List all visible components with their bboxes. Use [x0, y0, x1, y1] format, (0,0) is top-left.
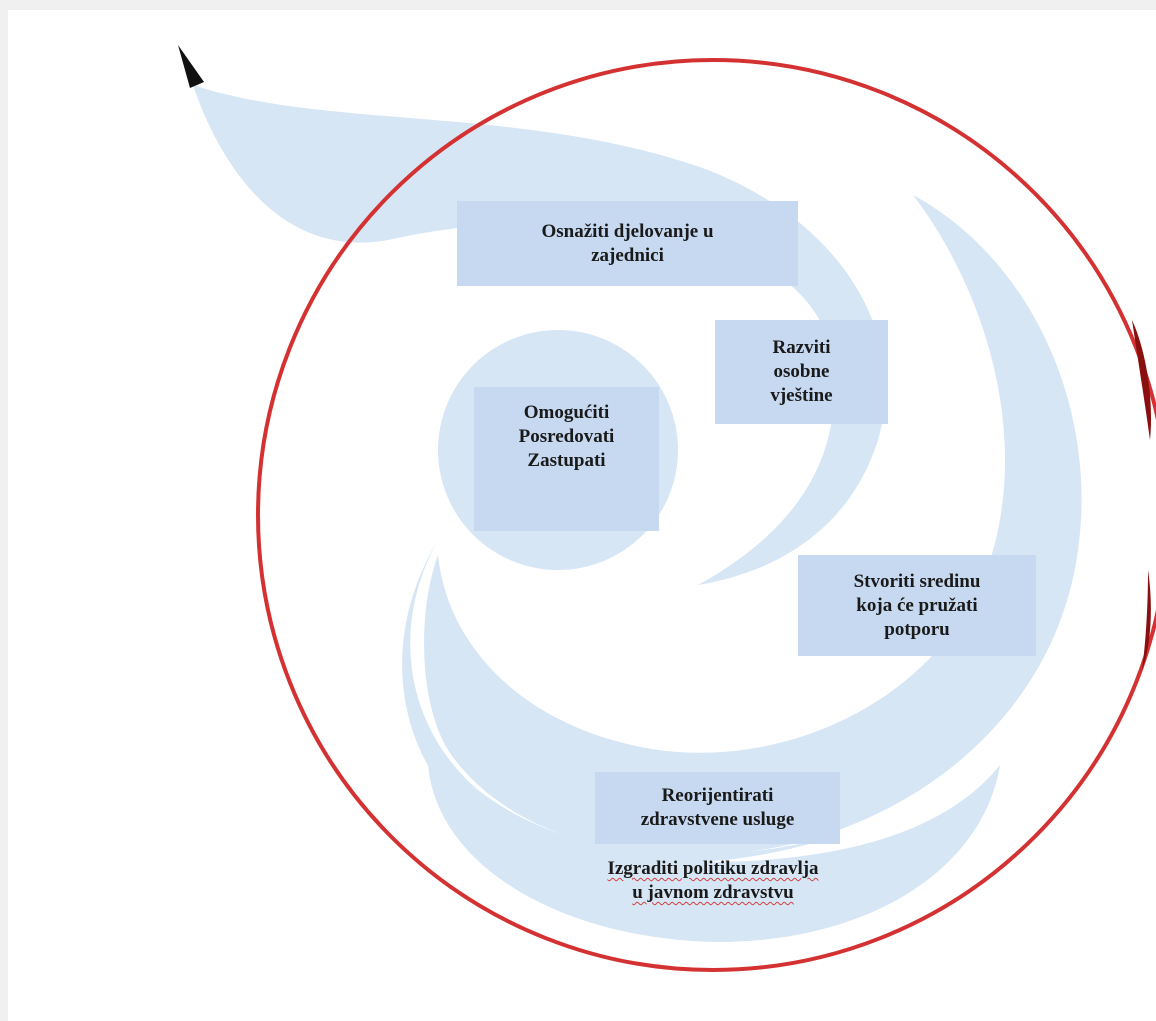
community-action-label: Osnažiti djelovanje u zajednici — [541, 220, 714, 266]
arrow-tip-icon — [178, 45, 204, 88]
health-policy-label: Izgraditi politiku zdravlja u javnom zdr… — [607, 858, 819, 903]
center-strategies-label: Omogućiti Posredovati Zastupati — [518, 402, 615, 471]
supportive-environment-label: Stvoriti sredinu koja će pružati potporu — [853, 570, 981, 640]
center-strategies-box: Omogućiti Posredovati Zastupati — [474, 387, 659, 531]
community-action-box: Osnažiti djelovanje u zajednici — [457, 201, 798, 286]
bottom-bowl — [428, 765, 1000, 942]
swirl-right-arm — [424, 195, 1082, 856]
reorient-services-box: Reorijentirati zdravstvene usluge — [595, 772, 840, 844]
personal-skills-box: Razviti osobne vještine — [715, 320, 888, 424]
supportive-environment-box: Stvoriti sredinu koja će pružati potporu — [798, 555, 1036, 656]
reorient-services-label: Reorijentirati zdravstvene usluge — [640, 785, 795, 830]
ring-mark — [1132, 320, 1152, 440]
health-policy-box: Izgraditi politiku zdravlja u javnom zdr… — [553, 850, 873, 912]
diagram-canvas: Osnažiti djelovanje u zajednici Razviti … — [8, 10, 1156, 1021]
personal-skills-label: Razviti osobne vještine — [770, 337, 833, 406]
outer-ring — [256, 58, 1156, 972]
ring-mark — [1142, 570, 1151, 670]
